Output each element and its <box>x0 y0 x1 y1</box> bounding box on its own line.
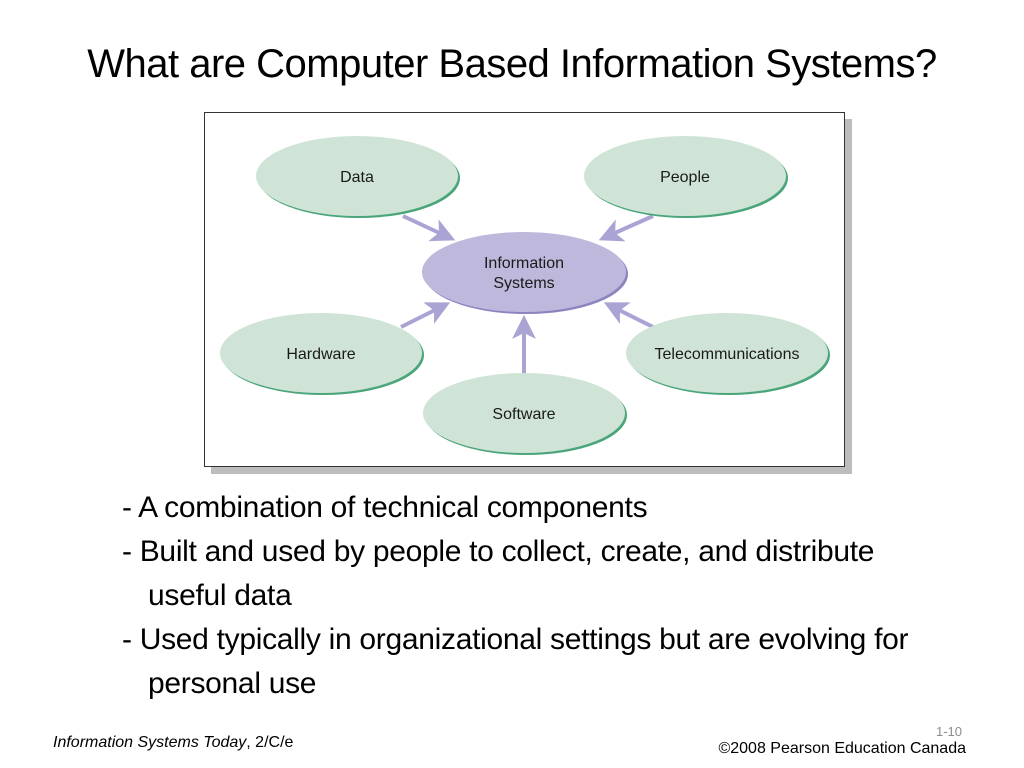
node-software: Software <box>423 373 627 455</box>
bullet-item: - Used typically in organizational setti… <box>122 623 909 700</box>
arrow-people-to-is <box>598 214 654 242</box>
node-information-systems: Information Systems <box>422 232 628 314</box>
arrows <box>400 214 654 373</box>
node-label-line1: Information <box>484 255 564 272</box>
bullet-item: - A combination of technical components <box>122 491 648 524</box>
node-label: People <box>660 169 710 186</box>
footer-book-title: Information Systems Today <box>53 734 247 751</box>
slide-title: What are Computer Based Information Syst… <box>87 42 937 86</box>
node-data: Data <box>256 136 460 218</box>
node-label: Telecommunications <box>655 346 800 363</box>
footer-edition: , 2/C/e <box>246 734 294 751</box>
node-telecommunications: Telecommunications <box>626 313 830 395</box>
footer-book-info: Information Systems Today, 2/C/e <box>53 734 293 752</box>
node-label: Hardware <box>286 346 355 363</box>
bullet-item: - Built and used by people to collect, c… <box>122 535 875 612</box>
node-people: People <box>584 136 788 218</box>
bullet-list: - A combination of technical components … <box>122 486 942 706</box>
diagram-figure: Data People Information Systems Hardware… <box>204 112 845 467</box>
arrow-hardware-to-is <box>400 302 451 329</box>
node-label-line2: Systems <box>493 275 554 292</box>
node-hardware: Hardware <box>220 313 424 395</box>
slide-number: 1-10 <box>935 724 962 739</box>
node-label: Software <box>492 406 555 423</box>
copyright-notice: ©2008 Pearson Education Canada <box>718 740 966 757</box>
arrow-telecom-to-is <box>603 302 654 329</box>
node-label: Data <box>340 169 374 186</box>
diagram-canvas: Data People Information Systems Hardware… <box>220 136 830 455</box>
arrow-data-to-is <box>402 214 456 242</box>
